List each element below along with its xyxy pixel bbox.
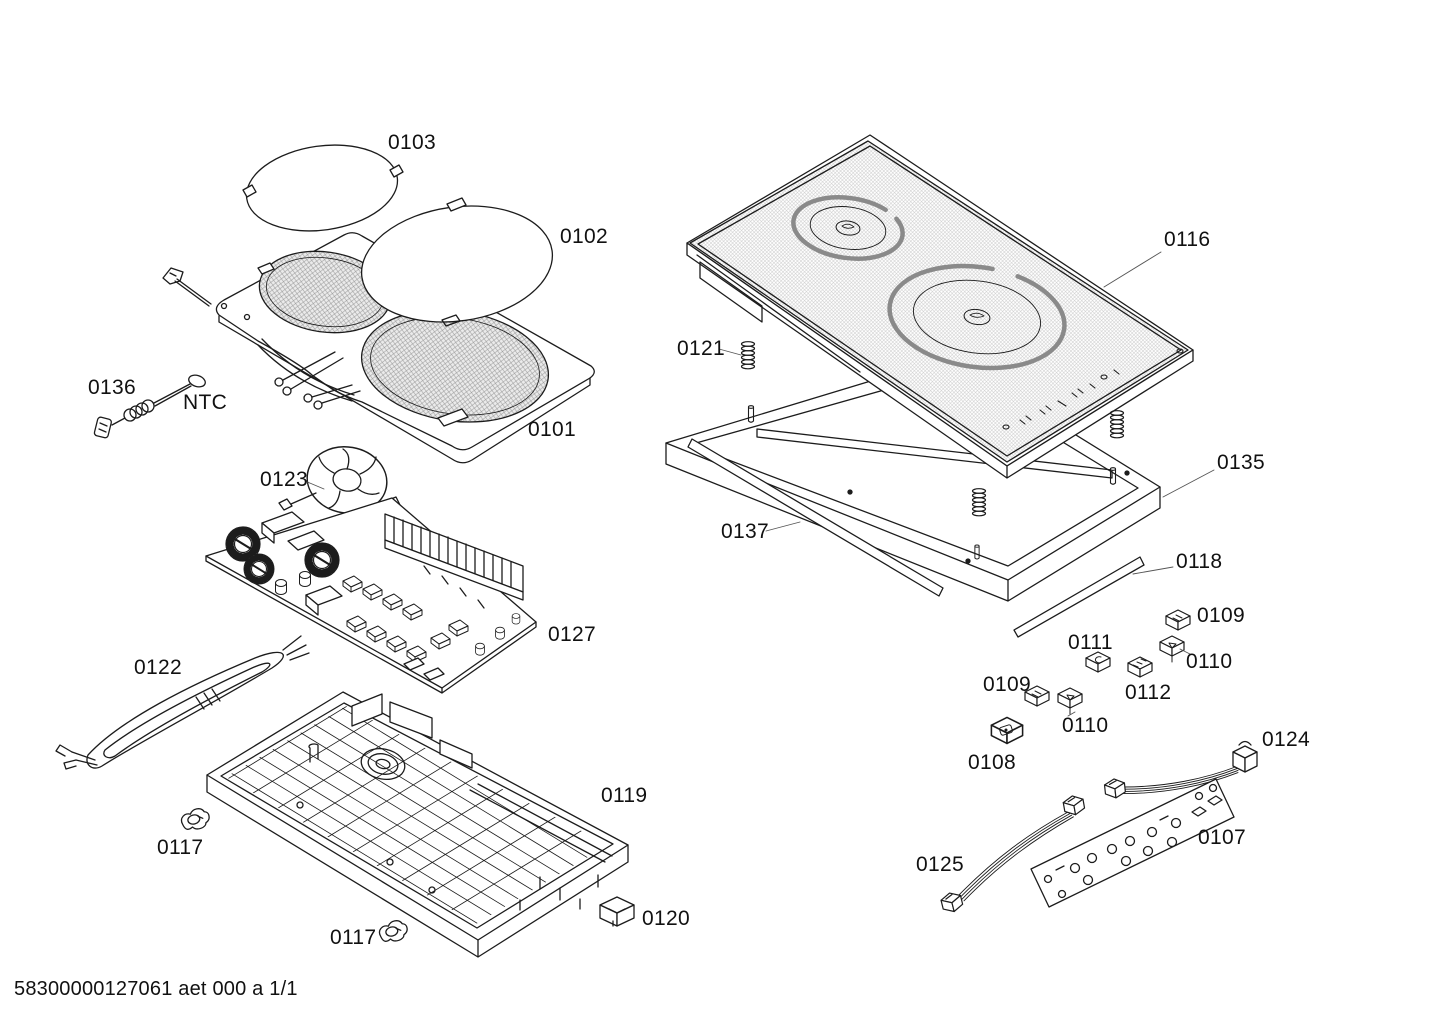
button-0109-b	[1024, 685, 1050, 707]
mica-sheet-0102	[360, 197, 554, 327]
button-0110-a	[1159, 635, 1185, 663]
heatsink	[384, 513, 524, 601]
button-0112	[1127, 656, 1153, 678]
footer-text: 58300000127061 aet 000 a 1/1	[14, 978, 298, 1000]
button-0109-a	[1165, 609, 1191, 631]
spring-right	[1109, 410, 1125, 439]
connector-0120	[599, 896, 635, 927]
coil-lead-wires	[274, 351, 361, 410]
ribbon-cable-0124	[1103, 740, 1258, 800]
mica-sheet-0103	[242, 144, 404, 232]
control-zone-marks	[1002, 348, 1184, 430]
button-0111	[1085, 651, 1111, 673]
clip-0117-a	[178, 805, 213, 834]
spring-center	[971, 488, 987, 517]
clip-0117-b	[376, 917, 411, 946]
spring-0121	[740, 341, 756, 370]
strip-0137	[687, 438, 944, 597]
burner-zone-large	[887, 263, 1067, 371]
coil-carrier-plate-0101	[162, 232, 595, 464]
button-0108	[990, 716, 1024, 745]
bottom-tray-0119	[206, 691, 629, 958]
glass-cooktop-0116	[686, 134, 1194, 479]
burner-zone-small	[791, 195, 905, 261]
power-board-0127	[205, 497, 537, 694]
trim-strip-0118	[1013, 556, 1145, 638]
ntc-sensor-0136	[93, 374, 206, 439]
ribbon-cable-0125	[939, 793, 1087, 915]
cable-harness-0122	[55, 635, 310, 770]
control-board-0107	[1030, 778, 1235, 908]
leader-lines	[304, 251, 1215, 717]
button-0110-b	[1057, 687, 1083, 715]
